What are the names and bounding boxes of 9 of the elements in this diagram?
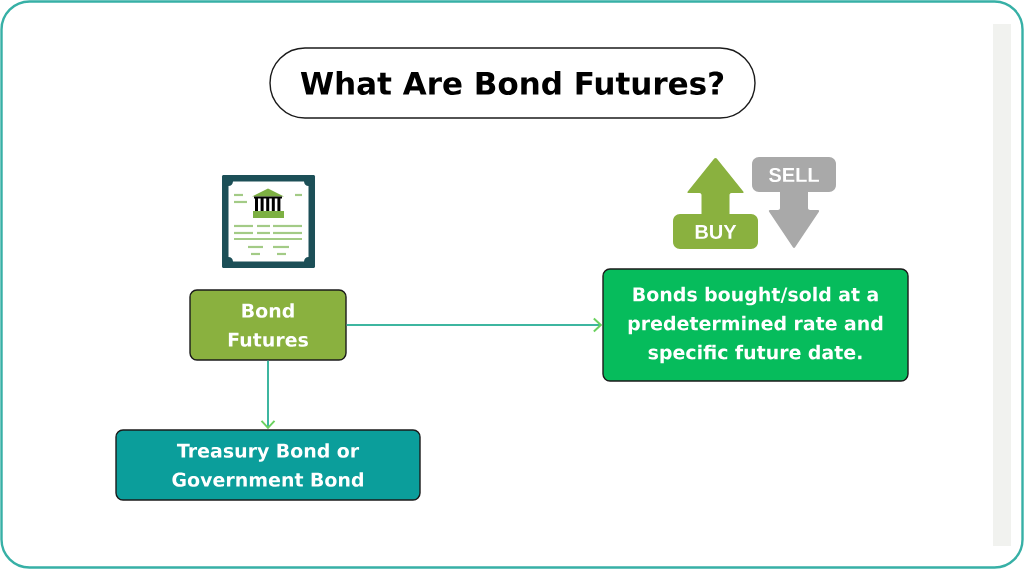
process-box: Bond Futures xyxy=(189,289,347,361)
buy-sign: BUY xyxy=(673,157,758,249)
arrow xyxy=(260,359,276,430)
node-label: BUY xyxy=(695,225,737,239)
process-box: Bonds bought/sold at a predetermined rate and specific future date. xyxy=(602,268,909,382)
arrow xyxy=(345,317,603,333)
title: What Are Bond Futures? xyxy=(269,47,756,119)
sell-sign: SELL xyxy=(752,157,836,248)
process-box: Treasury Bond or Government Bond xyxy=(115,429,421,501)
